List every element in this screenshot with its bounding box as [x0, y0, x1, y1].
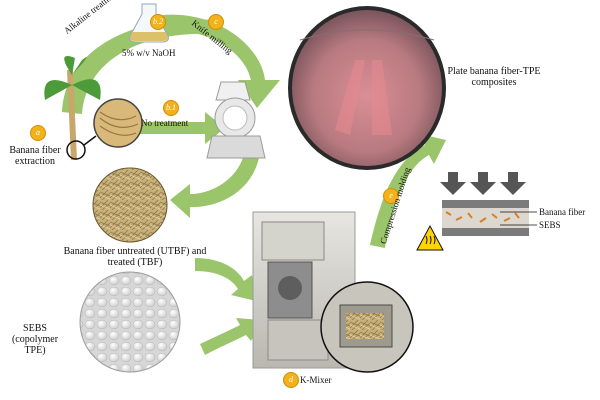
arrow-fiber-to-mixer [195, 258, 256, 301]
press-arrow-3 [500, 172, 526, 195]
compression-mold-diagram [416, 172, 537, 251]
press-arrow-2 [470, 172, 496, 195]
mixer-detail-image [320, 281, 414, 373]
step-badge-e: e [383, 188, 399, 204]
no-treatment-label: No treatment [141, 118, 189, 128]
k-mixer-image [252, 211, 356, 369]
step-badge-b1: b.1 [163, 100, 179, 116]
step-badge-c: c [208, 14, 224, 30]
arrow-seb-to-mixer [200, 318, 262, 355]
press-arrow-1 [440, 172, 466, 195]
seb-material-label: SEBS (copolymer TPE) [11, 323, 59, 356]
fiber-material-label: Banana fiber untreated (UTBF) and treate… [63, 246, 207, 268]
knife-mill-icon [206, 81, 266, 159]
k-mixer-label: K-Mixer [300, 375, 332, 385]
chopped-fiber-image [92, 167, 168, 243]
composite-plate [288, 6, 446, 170]
step-badge-b2: b.2 [150, 14, 166, 30]
arrow-no-treatment [130, 112, 225, 144]
flask-icon [129, 3, 169, 43]
heat-warning-icon [416, 224, 444, 251]
raw-fiber-image [93, 98, 143, 148]
arc-arrow-knife [150, 14, 280, 109]
plate-composite-label: Plate banana fiber-TPE composites [447, 66, 541, 88]
legend-seb: SEBS [539, 220, 561, 230]
extraction-label: Banana fiber extraction [9, 145, 61, 167]
banana-plant-icon [44, 56, 101, 161]
reagent-label: 5% w/v NaOH [122, 48, 176, 58]
arc-arrow-to-fiber [170, 150, 260, 218]
step-badge-d: d [283, 372, 299, 388]
legend-banana-fiber: Banana fiber [539, 207, 586, 217]
seb-pellets-image [79, 271, 181, 373]
arc-arrow-compression [370, 134, 446, 248]
step-badge-a: a [30, 125, 46, 141]
